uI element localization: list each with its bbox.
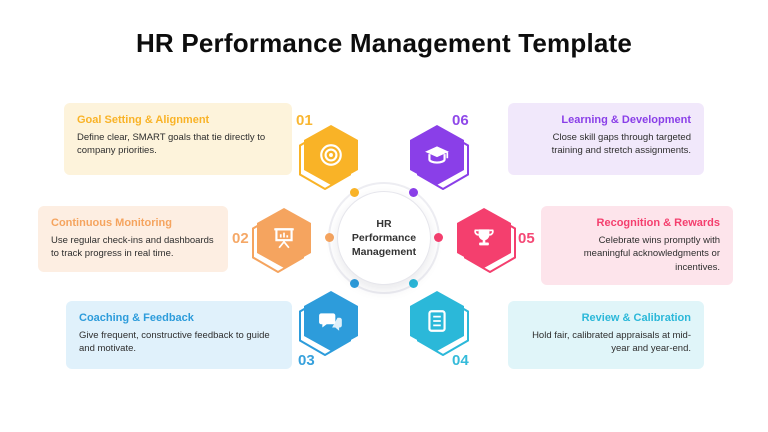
step-number-02: 02 <box>232 230 249 247</box>
connector-dot-03 <box>350 279 359 288</box>
hexagon <box>304 125 358 185</box>
connector-dot-04 <box>409 279 418 288</box>
presentation-board-icon <box>274 228 294 249</box>
card-body: Give frequent, constructive feedback to … <box>79 330 270 355</box>
connector-dot-01 <box>350 188 359 197</box>
card-review-calibration: Review & Calibration Hold fair, calibrat… <box>508 301 704 369</box>
connector-dot-06 <box>409 188 418 197</box>
checklist-icon <box>428 310 446 332</box>
card-body: Close skill gaps through targeted traini… <box>551 132 691 157</box>
hex-node-review-calibration <box>410 291 469 356</box>
step-number-04: 04 <box>452 352 469 369</box>
card-body: Define clear, SMART goals that tie direc… <box>77 132 266 157</box>
card-body: Hold fair, calibrated appraisals at mid-… <box>532 330 691 355</box>
step-number-05: 05 <box>518 230 535 247</box>
step-number-06: 06 <box>452 112 469 129</box>
card-body: Use regular check-ins and dashboards to … <box>51 235 214 260</box>
hexagon <box>457 208 511 268</box>
card-continuous-monitoring: Continuous Monitoring Use regular check-… <box>38 206 228 272</box>
card-goal-setting: Goal Setting & Alignment Define clear, S… <box>64 103 292 175</box>
card-recognition-rewards: Recognition & Rewards Celebrate wins pro… <box>541 206 733 285</box>
page-title: HR Performance Management Template <box>135 28 633 58</box>
card-heading: Goal Setting & Alignment <box>77 114 210 126</box>
card-heading: Continuous Monitoring <box>51 217 172 229</box>
trophy-icon <box>474 229 494 246</box>
graduation-cap-icon <box>425 146 449 164</box>
hexagon <box>257 208 311 268</box>
step-number-03: 03 <box>298 352 315 369</box>
hexagon <box>304 291 358 351</box>
center-circle: HR Performance Management <box>337 191 431 285</box>
card-heading: Review & Calibration <box>581 312 691 324</box>
card-heading: Coaching & Feedback <box>79 312 194 324</box>
card-heading: Learning & Development <box>561 114 691 126</box>
chat-bubbles-icon <box>319 313 342 331</box>
center-label: HR Performance Management <box>351 217 417 259</box>
hexagon <box>410 125 464 185</box>
step-number-01: 01 <box>296 112 313 129</box>
card-learning-development: Learning & Development Close skill gaps … <box>508 103 704 175</box>
card-body: Celebrate wins promptly with meaningful … <box>583 235 720 273</box>
hex-node-continuous-monitoring <box>252 208 311 273</box>
connector-dot-02 <box>325 233 334 242</box>
connector-dot-05 <box>434 233 443 242</box>
hex-node-coaching-feedback <box>299 291 358 356</box>
target-icon <box>320 144 342 166</box>
card-coaching-feedback: Coaching & Feedback Give frequent, const… <box>66 301 292 369</box>
hex-node-recognition-rewards <box>457 208 516 273</box>
hex-node-learning-development <box>410 125 469 190</box>
hexagon <box>410 291 464 351</box>
card-heading: Recognition & Rewards <box>596 217 720 229</box>
hex-node-goal-setting <box>299 125 358 190</box>
